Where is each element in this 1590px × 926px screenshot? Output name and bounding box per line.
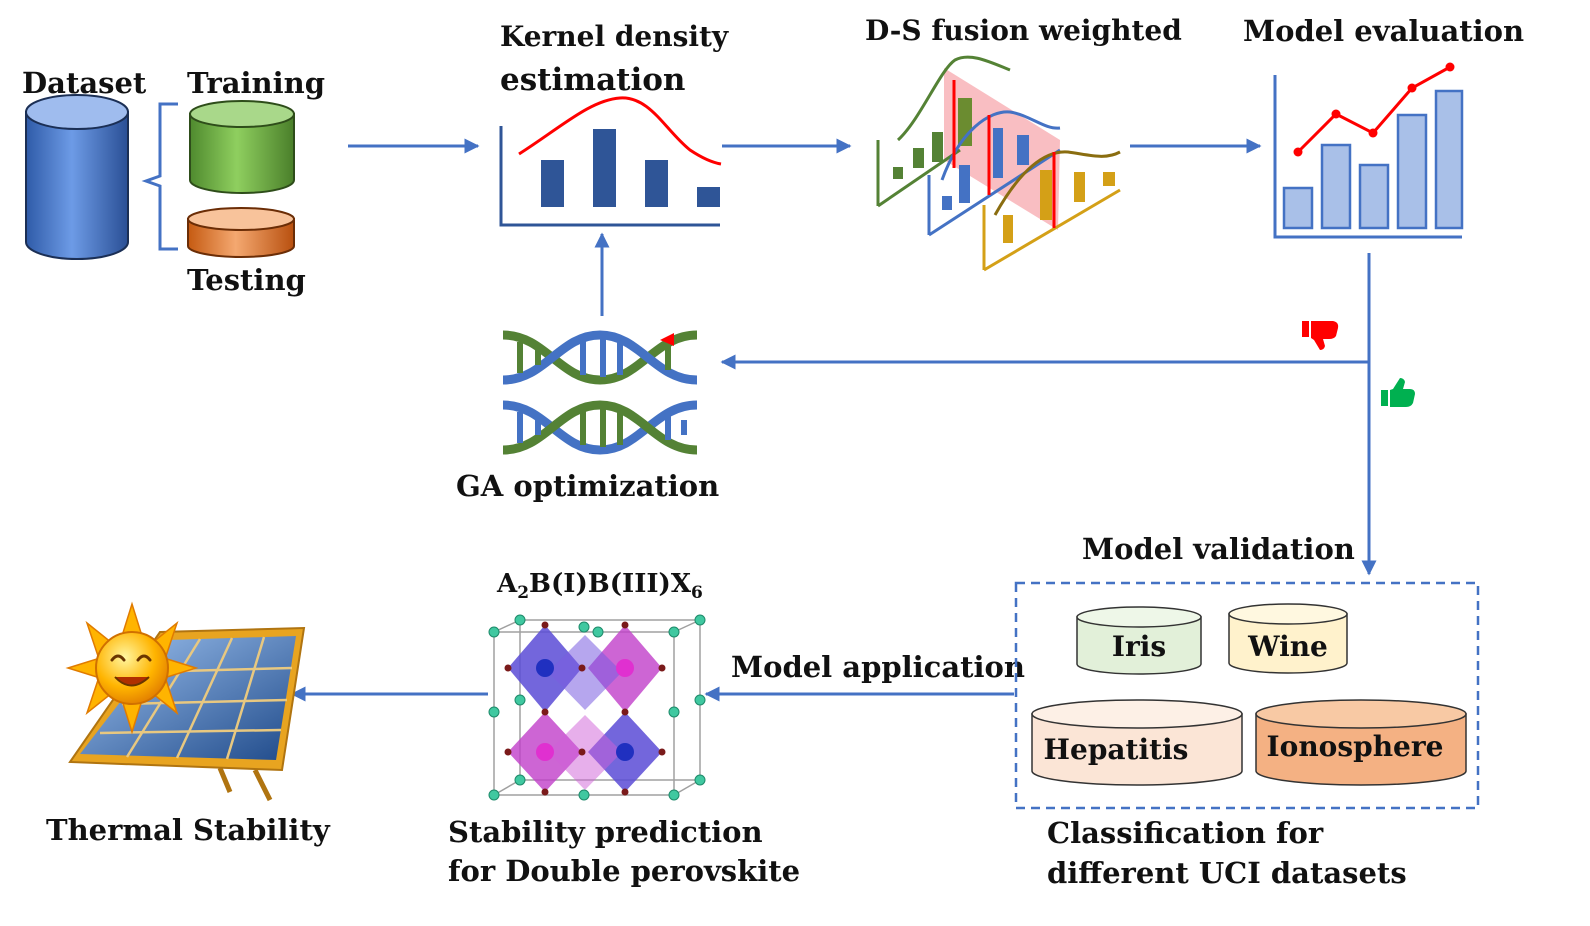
bar-line-chart-icon	[1273, 62, 1464, 239]
flow-arrows	[290, 138, 1377, 702]
thermal-stability-label: Thermal Stability	[46, 813, 331, 847]
kde-title-line2: estimation	[500, 62, 685, 98]
model-validation-box	[1014, 581, 1480, 810]
stability-prediction-line1: Stability prediction	[448, 815, 763, 849]
ionosphere-label: Ionosphere	[1267, 730, 1444, 763]
iris-dataset-cylinder: Iris	[1076, 606, 1202, 675]
model-validation-label: Model validation	[1082, 532, 1355, 566]
ds-fusion-title: D-S fusion weighted	[865, 14, 1182, 47]
thumbs-up-icon	[1381, 378, 1415, 407]
training-label: Training	[187, 66, 325, 100]
classification-line1: Classification for	[1047, 816, 1324, 850]
wine-label: Wine	[1247, 630, 1328, 663]
testing-cylinder-icon	[187, 207, 295, 258]
ga-optimization-label: GA optimization	[456, 469, 719, 503]
perovskite-formula: A2B(I)B(III)X6	[496, 569, 703, 603]
kde-histogram-icon	[499, 96, 722, 227]
formula-a: A	[496, 569, 518, 599]
formula-sub-6: 6	[691, 583, 703, 603]
training-cylinder-icon	[189, 100, 295, 194]
model-evaluation-title: Model evaluation	[1243, 14, 1524, 48]
database-cylinder-icon	[25, 94, 129, 260]
formula-sub-2: 2	[517, 583, 529, 603]
model-application-label: Model application	[731, 650, 1025, 684]
stability-prediction-line2: for Double perovskite	[448, 854, 800, 888]
hepatitis-label: Hepatitis	[1044, 733, 1189, 766]
hepatitis-dataset-cylinder: Hepatitis	[1031, 699, 1243, 786]
thumbs-down-icon	[1302, 321, 1339, 350]
ionosphere-dataset-cylinder: Ionosphere	[1255, 699, 1467, 786]
testing-label: Testing	[187, 263, 306, 297]
wine-dataset-cylinder: Wine	[1228, 603, 1348, 674]
dna-helix-icon	[502, 330, 698, 455]
perovskite-crystal-icon	[488, 614, 706, 801]
classification-line2: different UCI datasets	[1047, 856, 1407, 890]
formula-body: B(I)B(III)X	[529, 569, 692, 599]
kde-title-line1: Kernel density	[500, 20, 729, 53]
iris-label: Iris	[1112, 630, 1166, 663]
solar-panel-sun-icon	[65, 601, 306, 802]
dataset-split-bracket	[141, 102, 178, 251]
ds-fusion-icon	[876, 55, 1121, 272]
